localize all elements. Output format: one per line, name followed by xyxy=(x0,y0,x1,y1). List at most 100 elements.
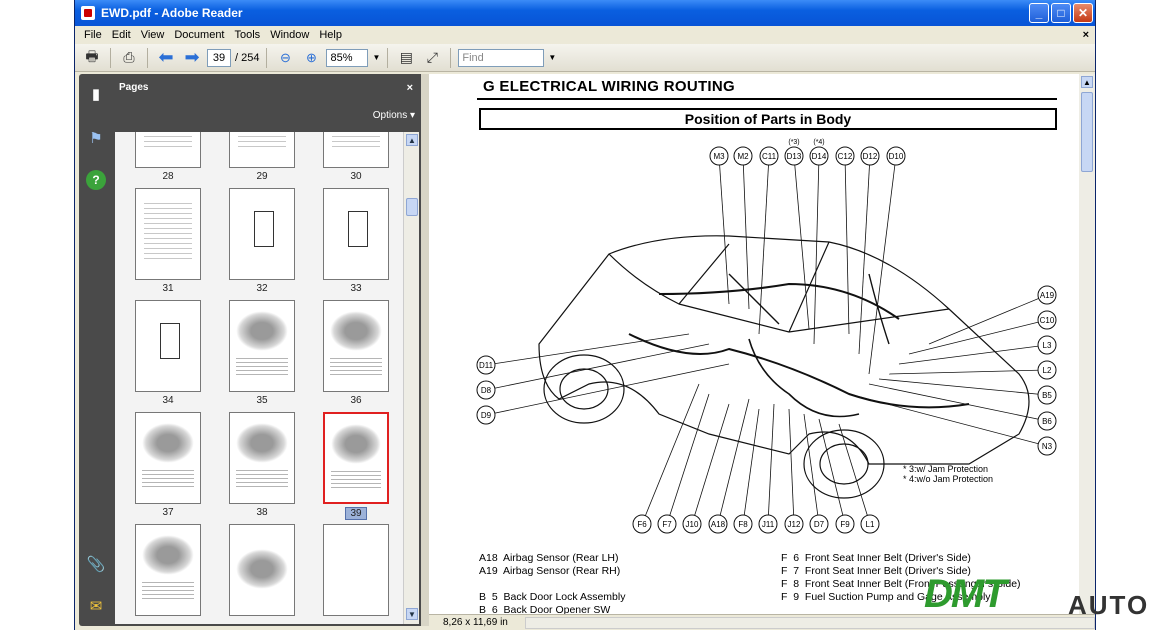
connector-id: F6 xyxy=(637,520,647,529)
bookmarks-icon[interactable]: ⚑ xyxy=(89,130,103,147)
pages-panel-close[interactable]: × xyxy=(406,82,413,94)
help-icon[interactable]: ? xyxy=(86,170,106,190)
thumbnail-label: 28 xyxy=(162,171,174,182)
leader-line xyxy=(928,294,1048,345)
connector-id: C10 xyxy=(1040,316,1055,325)
connector-callout: D14 xyxy=(809,146,829,166)
legend-item: F 7 Front Seat Inner Belt (Driver's Side… xyxy=(781,565,971,577)
connector-callout: F7 xyxy=(657,514,677,534)
scroll-thumb[interactable] xyxy=(1081,92,1093,172)
zoom-dropdown-icon[interactable]: ▼ xyxy=(372,53,381,62)
find-dropdown-icon[interactable]: ▼ xyxy=(548,53,557,62)
scroll-up-icon[interactable]: ▲ xyxy=(1081,76,1093,88)
thumbnail-list[interactable]: 28 29 30 31 32 33 34 35 36 37 38 39 xyxy=(115,132,403,624)
maximize-button[interactable]: □ xyxy=(1051,3,1071,23)
leader-line xyxy=(485,343,710,391)
toolbar-separator xyxy=(387,47,389,68)
menu-window[interactable]: Window xyxy=(270,29,310,41)
document-view[interactable]: G ELECTRICAL WIRING ROUTING Position of … xyxy=(429,74,1079,614)
menu-view[interactable]: View xyxy=(140,29,165,41)
page-thumbnail[interactable] xyxy=(323,524,389,616)
pages-options-menu[interactable]: Options ▾ xyxy=(372,110,415,121)
toolbar-separator xyxy=(450,47,452,68)
page-thumbnail[interactable] xyxy=(135,412,201,504)
connector-id: D14 xyxy=(812,152,827,161)
leader-line xyxy=(691,403,730,525)
connector-id: B5 xyxy=(1042,391,1052,400)
leader-line xyxy=(868,155,897,375)
toolbar: 🖶 ⎙ ⬅ ➡ 39 / 254 ⊖ ⊕ 85% ▼ ▤ ⤢ Find ▼ xyxy=(75,44,1095,72)
fit-page-icon[interactable]: ▤ xyxy=(399,49,413,65)
fit-width-icon[interactable]: ⤢ xyxy=(426,49,438,65)
zoom-in-icon[interactable]: ⊕ xyxy=(306,49,317,65)
page-thumbnail[interactable] xyxy=(323,188,389,280)
previous-page-icon[interactable]: ⬅ xyxy=(158,47,174,67)
leader-line xyxy=(717,398,750,525)
document-close-button[interactable]: × xyxy=(1082,29,1089,41)
horizontal-scrollbar[interactable] xyxy=(525,616,1095,629)
page-thumbnail[interactable] xyxy=(135,188,201,280)
leader-line xyxy=(838,423,871,525)
legend-item: F 8 Front Seat Inner Belt (Front Passeng… xyxy=(781,578,1021,590)
legend-item: A19 Airbag Sensor (Rear RH) xyxy=(479,565,621,577)
scroll-down-icon[interactable]: ▼ xyxy=(406,608,418,620)
menu-document[interactable]: Document xyxy=(174,29,225,41)
leader-line xyxy=(813,155,820,345)
pane-splitter[interactable] xyxy=(421,74,429,626)
page-thumbnail[interactable] xyxy=(229,132,295,168)
connector-id: F9 xyxy=(840,520,850,529)
car-body-drawing xyxy=(538,235,1030,499)
close-button[interactable]: ✕ xyxy=(1073,3,1093,23)
minimize-button[interactable]: _ xyxy=(1029,3,1049,23)
page-thumbnail[interactable] xyxy=(323,132,389,168)
pages-panel-title: Pages xyxy=(119,82,149,93)
menu-edit[interactable]: Edit xyxy=(111,29,131,41)
menu-help[interactable]: Help xyxy=(319,29,342,41)
page-thumbnail[interactable] xyxy=(229,300,295,392)
leader-line xyxy=(788,408,795,525)
next-page-icon[interactable]: ➡ xyxy=(184,47,200,67)
document-subheading: Position of Parts in Body xyxy=(479,108,1057,130)
document-heading: G ELECTRICAL WIRING ROUTING xyxy=(483,78,735,95)
pages-icon[interactable]: ▮ xyxy=(91,86,101,103)
page-thumbnail[interactable] xyxy=(229,412,295,504)
page-number-input[interactable]: 39 xyxy=(207,48,231,67)
comments-icon[interactable]: ✉ xyxy=(89,598,103,615)
connector-callout: D12 xyxy=(860,146,880,166)
watermark-brand: DMT xyxy=(924,572,1007,616)
share-icon[interactable]: ⎙ xyxy=(123,49,135,65)
page-thumbnail[interactable] xyxy=(229,188,295,280)
connector-callout: J11 xyxy=(758,514,778,534)
page-thumbnail[interactable] xyxy=(229,524,295,616)
leader-line xyxy=(641,383,700,525)
connector-id: D10 xyxy=(889,152,904,161)
attachments-icon[interactable]: 📎 xyxy=(86,556,106,573)
leader-line xyxy=(898,344,1048,365)
leader-line xyxy=(793,155,810,330)
page-thumbnail-selected[interactable] xyxy=(323,412,389,504)
connector-note: (*3) xyxy=(788,139,799,146)
print-icon[interactable]: 🖶 xyxy=(85,47,99,64)
thumbnail-scrollbar[interactable]: ▲ ▼ xyxy=(403,132,419,624)
leader-line xyxy=(803,413,820,525)
scroll-thumb[interactable] xyxy=(406,198,418,216)
zoom-out-icon[interactable]: ⊖ xyxy=(280,49,291,65)
document-scrollbar[interactable]: ▲ xyxy=(1079,74,1095,614)
menu-file[interactable]: File xyxy=(84,29,102,41)
scroll-up-icon[interactable]: ▲ xyxy=(406,134,418,146)
page-thumbnail[interactable] xyxy=(135,132,201,168)
page-thumbnail[interactable] xyxy=(135,300,201,392)
zoom-select[interactable]: 85% xyxy=(326,48,369,67)
toolbar-separator xyxy=(147,47,148,68)
connector-callout: F6 xyxy=(632,514,652,534)
page-thumbnail[interactable] xyxy=(135,524,201,616)
page-thumbnail[interactable] xyxy=(323,300,389,392)
thumbnail-label: 34 xyxy=(162,395,174,406)
connector-id: J12 xyxy=(788,520,801,529)
leader-line xyxy=(844,155,850,335)
connector-id: L3 xyxy=(1043,341,1052,350)
find-input[interactable]: Find xyxy=(458,48,545,67)
menu-tools[interactable]: Tools xyxy=(234,29,261,41)
